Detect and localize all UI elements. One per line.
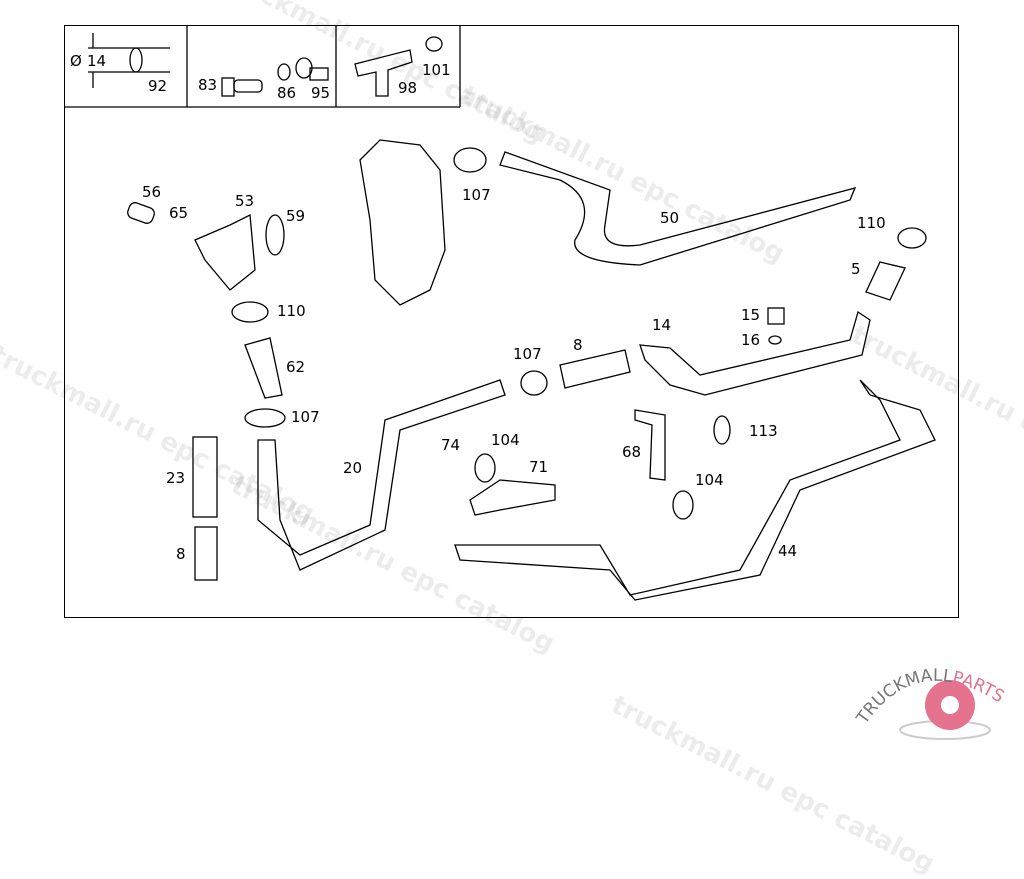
part-label: 20 — [343, 459, 363, 477]
sleeve-56 — [127, 202, 155, 224]
hose-62 — [244, 337, 283, 399]
bracket-71 — [469, 479, 556, 516]
part-label: 8 — [176, 545, 186, 563]
hose-23 — [192, 436, 218, 518]
clamp-107c — [520, 370, 548, 396]
part-label: 16 — [741, 331, 761, 349]
clip-104b — [474, 453, 496, 483]
part-label-95: 95 — [311, 84, 331, 102]
part-label: 5 — [851, 260, 861, 278]
part-label: 110 — [857, 214, 886, 232]
part-label-101: 101 — [422, 61, 451, 79]
tee-98-drawing — [354, 36, 443, 97]
part-label-86: 86 — [277, 84, 297, 102]
part-label-92: 92 — [148, 77, 168, 95]
part-label: 53 — [235, 192, 255, 210]
part-label: 104 — [695, 471, 724, 489]
engine-block-drawing — [359, 139, 446, 306]
part-label: 104 — [491, 431, 520, 449]
part-label: 50 — [660, 209, 680, 227]
part-label: 62 — [286, 358, 306, 376]
part-label-83: 83 — [198, 76, 218, 94]
part-label: 107 — [513, 345, 542, 363]
hose-8 — [559, 349, 631, 389]
truckmallparts-logo: TRUCKMALLPARTS — [850, 650, 1024, 750]
plug-15 — [767, 307, 785, 325]
clamp-110b — [231, 301, 269, 323]
part-label: 15 — [741, 306, 761, 324]
part-label: 113 — [749, 422, 778, 440]
banjo-95-drawing — [295, 57, 329, 81]
part-label: 65 — [169, 204, 189, 222]
clamp-110 — [897, 227, 927, 249]
part-label: 8 — [573, 336, 583, 354]
diagram-frame — [64, 25, 959, 618]
part-label-98: 98 — [398, 79, 418, 97]
diameter-value: 14 — [87, 52, 107, 70]
part-label: 14 — [652, 316, 672, 334]
gear-logo-icon: TRUCKMALLPARTS — [852, 666, 1008, 740]
clip-113 — [713, 415, 731, 445]
part-label: 56 — [142, 183, 162, 201]
part-label: 74 — [441, 436, 461, 454]
part-label: 44 — [778, 542, 798, 560]
hose-20 — [257, 379, 506, 571]
part-label: 71 — [529, 458, 549, 476]
bolt-83-drawing — [221, 77, 263, 97]
part-label: 68 — [622, 443, 642, 461]
part-label: 23 — [166, 469, 186, 487]
part-label: 59 — [286, 207, 306, 225]
hose-14 — [639, 310, 871, 396]
diameter-symbol: Ø — [70, 52, 82, 70]
clamp-107b — [244, 408, 286, 428]
hose-92-drawing — [88, 33, 170, 88]
hose-5 — [865, 261, 906, 301]
part-label: 110 — [277, 302, 306, 320]
hose-44 — [454, 379, 936, 601]
clamp-107 — [453, 147, 487, 173]
part-label: 107 — [462, 186, 491, 204]
housing-53 — [194, 213, 256, 291]
hose-8b — [194, 526, 218, 581]
part-label: 107 — [291, 408, 320, 426]
parts-diagram — [64, 25, 936, 601]
washer-16 — [768, 335, 782, 345]
washer-86-drawing — [277, 63, 291, 81]
clip-104 — [672, 490, 694, 520]
bracket-68 — [634, 409, 666, 481]
hose-50 — [499, 151, 857, 266]
gasket-59 — [265, 214, 285, 256]
